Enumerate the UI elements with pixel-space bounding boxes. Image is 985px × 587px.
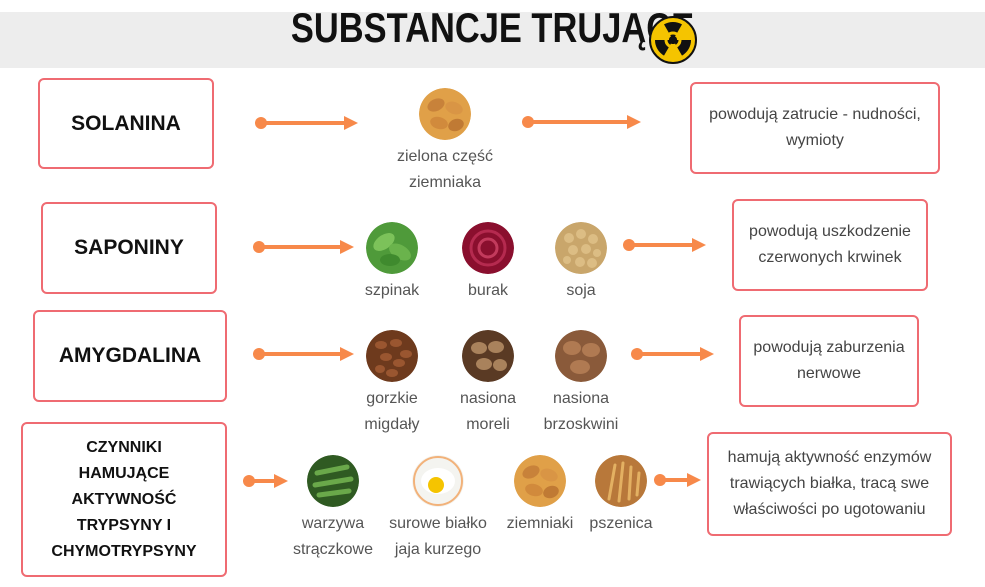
arrow — [654, 473, 701, 487]
green-beans-image — [307, 455, 359, 507]
source-label: pszenica — [589, 515, 653, 532]
category-label: AMYGDALINA — [58, 344, 202, 367]
effect-box: powodują zaburzenia nerwowe — [739, 315, 919, 407]
source-label: ziemniaki — [506, 515, 574, 532]
wheat-image — [595, 455, 647, 507]
effect-text: powodują zaburzenia nerwowe — [753, 339, 905, 382]
arrow — [631, 347, 714, 361]
effect-text: powodują uszkodzenie czerwonych krwinek — [749, 223, 911, 266]
source-label: surowe białko jaja kurzego — [389, 515, 487, 558]
category-label: SOLANINA — [71, 111, 181, 135]
source-label: nasiona moreli — [459, 390, 517, 433]
source-item: pszenica — [546, 455, 696, 537]
source-item: nasiona brzoskwini — [506, 330, 656, 438]
potatoes-image — [419, 88, 471, 140]
almonds-image — [366, 330, 418, 382]
source-item: burak — [413, 222, 563, 304]
source-item: gorzkie migdały — [317, 330, 467, 438]
effect-box: hamują aktywność enzymów trawiących biał… — [707, 432, 952, 536]
peach-pits-image — [555, 330, 607, 382]
source-label: warzywa strączkowe — [292, 515, 374, 558]
source-label: nasiona brzoskwini — [543, 390, 619, 433]
raw-egg-image — [412, 455, 464, 507]
arrow — [255, 116, 358, 130]
page-title: SUBSTANCJE TRUJĄCE — [290, 4, 695, 51]
arrow — [522, 115, 641, 129]
source-item: nasiona moreli — [413, 330, 563, 438]
source-label: zielona część ziemniaka — [396, 148, 494, 191]
category-box-czynniki: CZYNNIKI HAMUJĄCE AKTYWNOŚĆ TRYPSYNY I C… — [21, 422, 227, 577]
source-item: ziemniaki — [465, 455, 615, 537]
soybeans-image — [555, 222, 607, 274]
effect-text: hamują aktywność enzymów trawiących biał… — [727, 449, 932, 518]
category-label: CZYNNIKI HAMUJĄCE AKTYWNOŚĆ TRYPSYNY I C… — [51, 438, 197, 560]
category-label: SAPONINY — [74, 236, 184, 259]
spinach-image — [366, 222, 418, 274]
source-label: gorzkie migdały — [364, 390, 420, 433]
source-item: szpinak — [317, 222, 467, 304]
arrow — [253, 347, 354, 361]
source-item: soja — [506, 222, 656, 304]
arrow — [243, 474, 288, 488]
potatoes-image — [514, 455, 566, 507]
apricot-kernels-image — [462, 330, 514, 382]
source-item: warzywa strączkowe — [258, 455, 408, 563]
source-label: soja — [566, 282, 596, 299]
category-box-saponiny: SAPONINY — [41, 202, 217, 294]
effect-text: powodują zatrucie - nudności, wymioty — [709, 106, 921, 149]
title-banner — [0, 12, 985, 68]
arrow — [623, 238, 706, 252]
arrow — [253, 240, 354, 254]
radiation-icon — [649, 16, 697, 64]
effect-box: powodują uszkodzenie czerwonych krwinek — [732, 199, 928, 291]
source-item: zielona część ziemniaka — [370, 88, 520, 196]
category-box-solanina: SOLANINA — [38, 78, 214, 169]
source-label: burak — [467, 282, 509, 299]
source-label: szpinak — [364, 282, 420, 299]
source-item: surowe białko jaja kurzego — [363, 455, 513, 563]
category-box-amygdalina: AMYGDALINA — [33, 310, 227, 402]
beetroot-image — [462, 222, 514, 274]
effect-box: powodują zatrucie - nudności, wymioty — [690, 82, 940, 174]
